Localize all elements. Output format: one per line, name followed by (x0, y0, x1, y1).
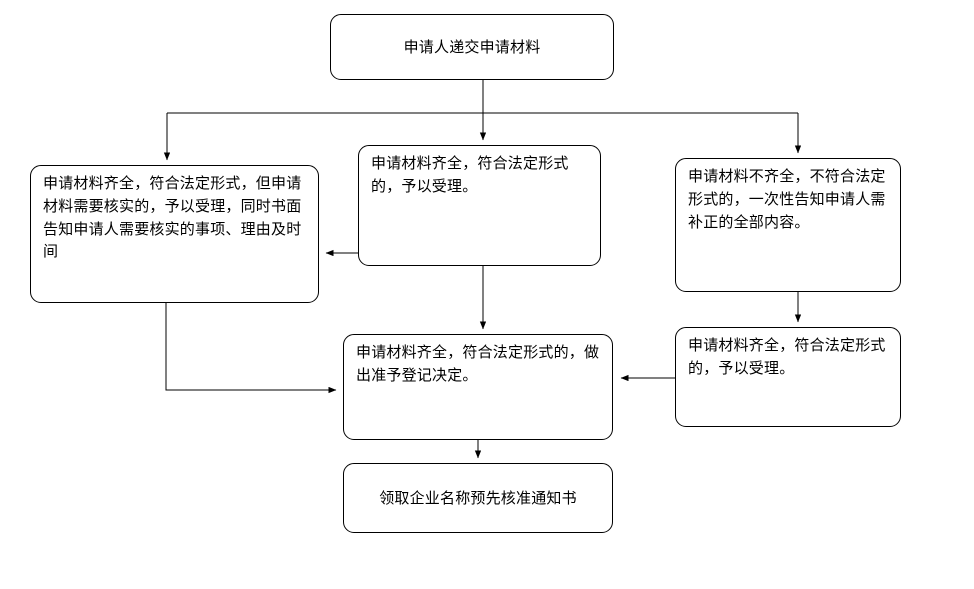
node-approve-registration-decision[interactable]: 申请材料齐全，符合法定形式的，做出准予登记决定。 (343, 334, 613, 440)
node-accept-with-verification[interactable]: 申请材料齐全，符合法定形式，但申请材料需要核实的，予以受理，同时书面告知申请人需… (30, 165, 319, 303)
node-submit-application[interactable]: 申请人递交申请材料 (330, 14, 614, 80)
node-accept-complete-materials[interactable]: 申请材料齐全，符合法定形式的，予以受理。 (358, 145, 601, 266)
node-incomplete-materials-notice-label: 申请材料不齐全，不符合法定形式的，一次性告知申请人需补正的全部内容。 (688, 167, 886, 231)
node-accept-after-correction-label: 申请材料齐全，符合法定形式的，予以受理。 (688, 336, 886, 377)
node-accept-after-correction[interactable]: 申请材料齐全，符合法定形式的，予以受理。 (675, 327, 901, 427)
node-receive-approval-notice[interactable]: 领取企业名称预先核准通知书 (343, 463, 613, 533)
node-incomplete-materials-notice[interactable]: 申请材料不齐全，不符合法定形式的，一次性告知申请人需补正的全部内容。 (675, 158, 901, 292)
node-receive-approval-notice-label: 领取企业名称预先核准通知书 (379, 488, 577, 507)
connector-accept-verify-to-decision (165, 303, 337, 394)
node-approve-registration-decision-label: 申请材料齐全，符合法定形式的，做出准予登记决定。 (356, 343, 600, 384)
node-accept-complete-materials-label: 申请材料齐全，符合法定形式的，予以受理。 (371, 154, 569, 195)
node-submit-application-label: 申请人递交申请材料 (403, 37, 541, 56)
node-accept-with-verification-label: 申请材料齐全，符合法定形式，但申请材料需要核实的，予以受理，同时书面告知申请人需… (43, 174, 302, 261)
